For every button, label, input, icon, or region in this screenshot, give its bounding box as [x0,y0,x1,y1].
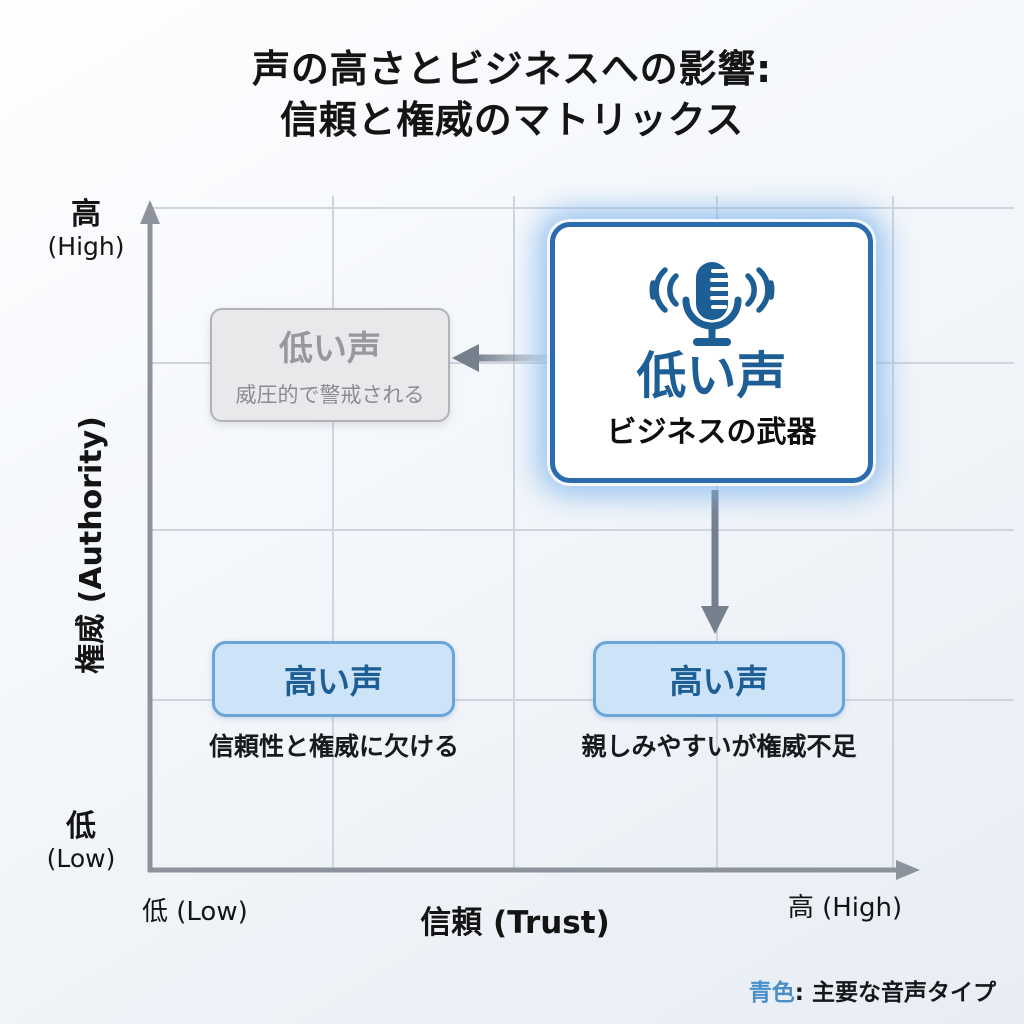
legend-note: 青色: 主要な音声タイプ [749,973,996,1007]
x-axis-arrowhead [896,860,920,880]
y-axis-tick-high: 高 (High) [47,197,125,261]
x-axis [148,860,920,880]
y-axis-arrowhead [140,200,160,224]
quadrant-title: 高い声 [284,662,383,701]
quadrant-title: 低い声 [636,347,787,406]
arrow-to-gray-box [452,344,554,372]
x-axis-tick-high: 高 (High) [787,893,903,923]
left-arrowhead-icon [452,344,479,372]
x-axis-tick-low: 低 (Low) [142,897,248,927]
microphone-soundwaves-icon [649,262,774,347]
quadrant-title: 高い声 [669,662,769,701]
quadrant-title: 低い声 [279,329,381,369]
down-arrowhead-icon [701,606,729,634]
y-axis-title: 権威 (Authority) [74,416,109,674]
quadrant-box-low-voice-hero: 低い声 ビジネスの武器 [550,222,873,483]
quadrant-subtitle: ビジネスの武器 [606,414,817,450]
quadrant-caption-right: 親しみやすいが権威不足 [581,732,857,761]
quadrant-box-high-voice-right: 高い声 [593,641,845,717]
quadrant-subtitle: 威圧的で警戒される [235,383,425,407]
x-axis-title: 信頼 (Trust) [420,905,610,941]
quadrant-caption-left: 信頼性と権威に欠ける [208,732,460,761]
y-axis [140,200,160,872]
arrow-to-bottom-right-box [701,490,729,634]
quadrant-box-low-voice-negative: 低い声 威圧的で警戒される [210,308,450,422]
page-title-line2: 信頼と権威のマトリックス [280,97,744,142]
legend-term: 青色 [748,980,795,1006]
page-title: 声の高さとビジネスへの影響: 信頼と権威のマトリックス [0,44,1024,146]
page-title-line1: 声の高さとビジネスへの影響: [252,47,772,91]
legend-description: : 主要な音声タイプ [794,980,996,1006]
quadrant-box-high-voice-left: 高い声 [212,641,455,717]
y-axis-tick-low: 低 (Low) [46,809,116,873]
